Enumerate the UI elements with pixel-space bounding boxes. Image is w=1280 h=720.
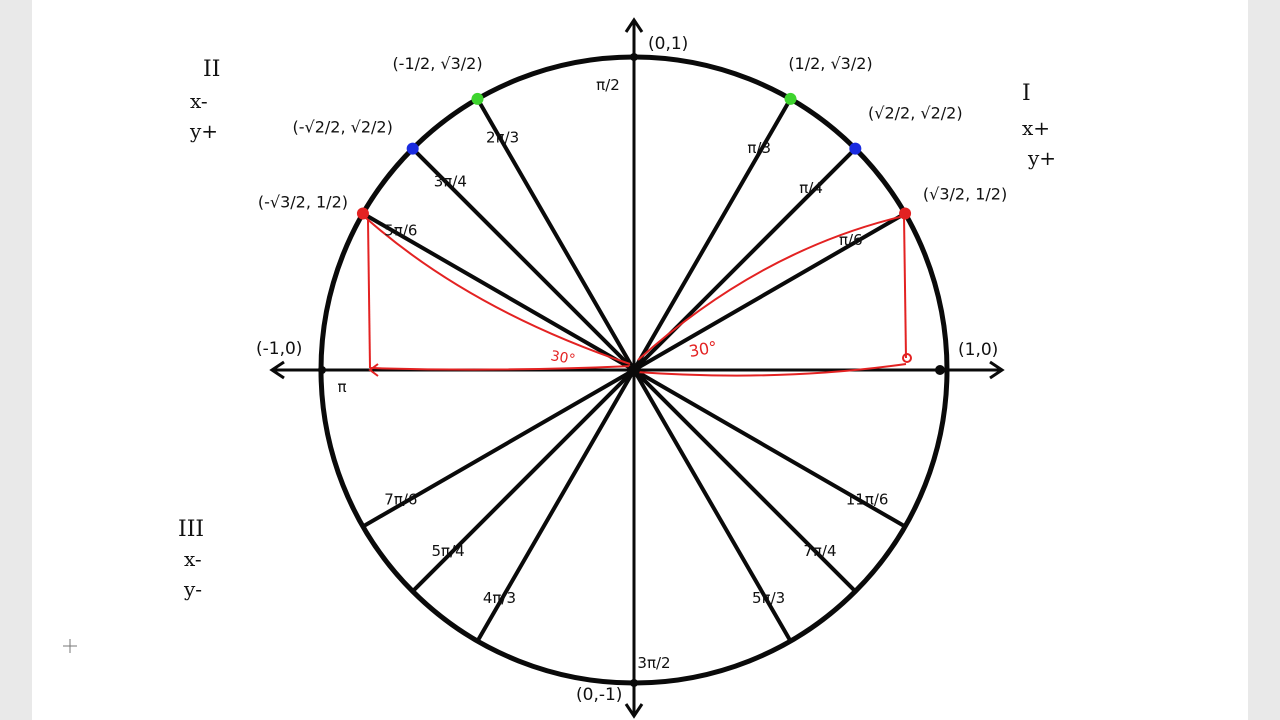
special-angle-dot [356, 207, 369, 220]
coordinate-label: (-√2/2, √2/2) [293, 118, 393, 137]
reference-triangles: 30° 30° [365, 215, 912, 377]
special-angle-dot [406, 142, 419, 155]
angle-label: 11π/6 [846, 491, 889, 509]
angle-label: π/2 [596, 76, 620, 94]
coordinate-label: (-√3/2, 1/2) [258, 193, 348, 212]
coordinate-label: (√3/2, 1/2) [923, 185, 1007, 204]
left-triangle-arrowhead [368, 363, 379, 377]
coordinate-label: (-1/2, √3/2) [392, 54, 482, 73]
right-point-label: (1,0) [958, 340, 998, 360]
right-triangle-horizontal-leg [635, 363, 907, 377]
axis-point-dots [318, 53, 945, 687]
radius-line [475, 97, 636, 372]
top-point-label: (0,1) [648, 34, 688, 54]
dots-layer [356, 92, 912, 220]
special-angle-dot [849, 142, 862, 155]
quadrant-I-x-sign: x+ [1022, 116, 1050, 140]
quadrant-III-notes: III x- y- [178, 517, 204, 601]
angle-label: 3π/2 [637, 654, 670, 672]
quadrant-II-numeral: II [203, 57, 220, 82]
x-axis-right-arrow [989, 360, 1005, 380]
angle-label: π/6 [839, 231, 863, 249]
radius-line [361, 211, 636, 372]
radii-layer [361, 97, 907, 643]
angle-label: π/3 [747, 139, 771, 157]
quadrant-III-x-sign: x- [184, 547, 202, 571]
left-triangle-hypotenuse [365, 217, 631, 365]
radius-line [633, 211, 907, 372]
angle-label: 7π/4 [803, 542, 836, 560]
angle-label: π [337, 378, 346, 396]
special-angle-dot [784, 92, 797, 105]
quadrant-III-y-sign: y- [183, 577, 202, 601]
special-angle-dot [899, 207, 912, 220]
cursor-crosshair-icon [63, 639, 77, 653]
quadrant-I-y-sign: y+ [1027, 146, 1056, 170]
coord-labels: (√3/2, 1/2) (√2/2, √2/2) (1/2, √3/2) (-1/2,… [258, 54, 1007, 212]
radius-line [361, 368, 636, 529]
radius-line [475, 369, 636, 643]
right-triangle-hypotenuse [637, 215, 905, 361]
quadrant-II-x-sign: x- [190, 89, 208, 113]
angle-label: 4π/3 [483, 589, 516, 607]
quadrant-I-notes: I x+ y+ [1022, 81, 1056, 170]
x-axis-left-arrow [269, 360, 285, 380]
angle-label: 7π/6 [384, 491, 417, 509]
radius-line [632, 369, 793, 643]
right-triangle-right-angle-mark [902, 353, 912, 363]
angle-label: 5π/4 [432, 542, 465, 560]
right-angle-30-label: 30° [687, 337, 718, 361]
angle-labels: π/6 π/4 π/3 π/2 2π/3 3π/4 5π/6 π 7π/6 5π/4 4π/3 3π/… [337, 76, 888, 672]
left-point-dot [318, 366, 326, 374]
y-axis-down-arrow [624, 703, 644, 719]
angle-label: 2π/3 [486, 128, 519, 146]
quadrant-I-numeral: I [1022, 81, 1031, 106]
radius-line [633, 368, 907, 529]
left-point-label: (-1,0) [256, 339, 302, 359]
quadrant-II-notes: II x- y+ [189, 57, 220, 143]
bottom-point-dot [630, 679, 638, 687]
left-angle-30-label: 30° [549, 348, 576, 368]
top-point-dot [630, 53, 638, 61]
angle-label: π/4 [799, 179, 823, 197]
y-axis-up-arrow [624, 17, 644, 33]
special-angle-dot [471, 92, 484, 105]
coordinate-label: (√2/2, √2/2) [868, 104, 963, 123]
left-triangle-vertical-leg [367, 219, 371, 369]
radius-line [632, 368, 857, 593]
quadrant-II-y-sign: y+ [189, 119, 218, 143]
coordinate-label: (1/2, √3/2) [788, 54, 872, 73]
angle-label: 5π/3 [752, 589, 785, 607]
bottom-point-label: (0,-1) [576, 685, 622, 705]
radius-line [411, 368, 636, 593]
origin-dot [628, 364, 640, 376]
angle-label: 3π/4 [434, 172, 467, 190]
axis-point-labels: (0,1) (0,-1) (-1,0) (1,0) [256, 34, 998, 705]
radius-line [632, 97, 793, 372]
right-triangle-vertical-leg [903, 215, 907, 359]
left-triangle-horizontal-leg [369, 365, 633, 371]
quadrant-III-numeral: III [178, 517, 204, 542]
radius-line [411, 147, 636, 372]
right-point-dot [935, 365, 945, 375]
angle-label: 5π/6 [384, 221, 417, 239]
